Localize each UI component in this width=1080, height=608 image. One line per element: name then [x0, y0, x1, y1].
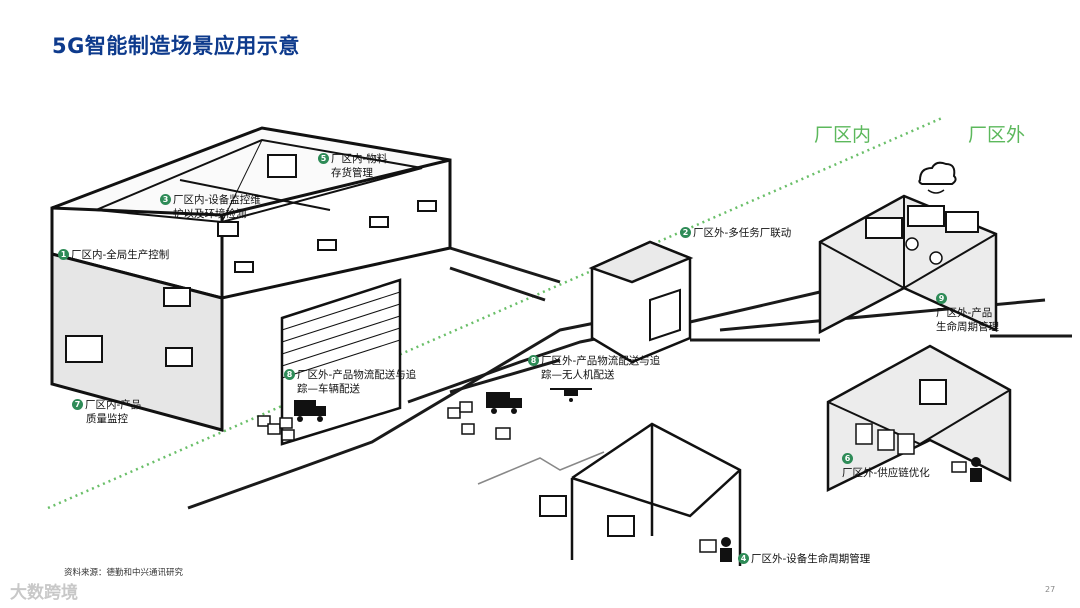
badge-1: 1 — [58, 249, 69, 260]
delivery-truck-icon — [257, 400, 326, 441]
badge-4: 4 — [738, 553, 749, 564]
watermark: 大数跨境 — [10, 583, 78, 603]
factory-building — [50, 126, 452, 446]
worker-icon — [699, 537, 732, 562]
delivery-truck-icon — [447, 392, 522, 440]
badge-8: 8 — [528, 355, 539, 366]
badge-3: 3 — [160, 194, 171, 205]
badge-6: 6 — [842, 453, 853, 464]
zone-label-inside: 厂区内 — [814, 124, 872, 146]
conveyor-path — [477, 451, 605, 485]
badge-9: 9 — [936, 293, 947, 304]
scenario-label-6: 6 厂区外-供应链优化 — [842, 453, 930, 479]
supply-room — [826, 344, 1012, 493]
maintenance-room — [570, 422, 742, 566]
roads — [187, 246, 1072, 510]
zone-divider — [47, 116, 943, 510]
package-icon — [539, 495, 567, 517]
lifecycle-room — [818, 194, 998, 335]
zone-label-outside: 厂区外 — [968, 124, 1026, 146]
warehouse-building — [588, 240, 694, 364]
badge-7: 7 — [72, 399, 83, 410]
source-note: 资料来源：德勤和中兴通讯研究 — [64, 568, 184, 578]
cloud-icon — [918, 161, 957, 194]
badge-2: 2 — [680, 227, 691, 238]
badge-8: 8 — [284, 369, 295, 380]
package-icon — [607, 515, 635, 537]
worker-icon — [951, 457, 982, 482]
page-number: 27 — [1045, 585, 1056, 594]
badge-5: 5 — [318, 153, 329, 164]
scenario-label-9: 9 厂区外-产品 生命周期管理 — [936, 293, 999, 333]
drone-icon — [550, 388, 592, 402]
page-title: 5G智能制造场景应用示意 — [52, 34, 300, 58]
